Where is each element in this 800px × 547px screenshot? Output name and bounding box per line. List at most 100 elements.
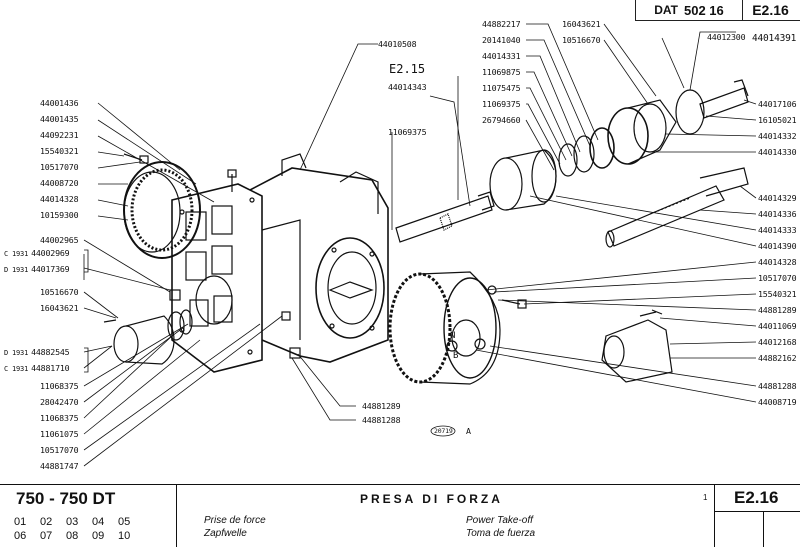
- version-versions_row1-4: 05: [118, 516, 131, 528]
- left-bottom-callout-5: 44881747: [40, 461, 79, 471]
- section-title: PRESA DI FORZA: [360, 492, 503, 506]
- footer-vline: [763, 511, 764, 547]
- variant-2a-prefix: D 1931: [4, 349, 29, 357]
- main-shaft: [395, 191, 495, 243]
- left-bottom-callout-2: 11068375: [40, 413, 79, 423]
- right-callout-2: 44014332: [758, 131, 797, 141]
- footer-hline: [714, 511, 800, 512]
- page-mark: 1: [703, 493, 708, 502]
- callout-44010508: 44010508: [378, 39, 417, 49]
- left-gasket-disc: [123, 161, 201, 259]
- version-versions_row2-0: 06: [14, 530, 27, 542]
- callout-20141040: 20141040: [482, 35, 521, 45]
- bell-cup: [489, 149, 557, 211]
- right-callout-15: 44881288: [758, 381, 797, 391]
- callout-44014331: 44014331: [482, 51, 521, 61]
- callout-44014343: 44014343: [388, 82, 427, 92]
- left-bottom-callout-4: 10517070: [40, 445, 79, 455]
- title-en: Power Take-off: [466, 515, 533, 526]
- left-callout-0: 44001436: [40, 98, 79, 108]
- drawing-number: 20719: [434, 427, 453, 435]
- version-versions_row2-2: 08: [66, 530, 79, 542]
- right-callout-13: 44012168: [758, 337, 797, 347]
- variant-1a-prefix: C 1931: [4, 250, 29, 258]
- callout-11075475: 11075475: [482, 83, 521, 93]
- left-callout-8: 44002965: [40, 235, 79, 245]
- left-callout-4: 10517070: [40, 162, 79, 172]
- variant-2a-code: 44882545: [31, 347, 70, 357]
- main-housing: [249, 153, 389, 363]
- callout-10516670-top: 10516670: [562, 35, 601, 45]
- left-bottom-callout-1: 28042470: [40, 397, 79, 407]
- right-callout-12: 44011069: [758, 321, 797, 331]
- version-versions_row1-0: 01: [14, 516, 27, 528]
- right-callout-16: 44008719: [758, 397, 797, 407]
- version-versions_row1-1: 02: [40, 516, 53, 528]
- right-callout-5: 44014336: [758, 209, 797, 219]
- top-right-shaft: [675, 79, 749, 135]
- left-callout-2: 44092231: [40, 130, 79, 140]
- variant-brackets: [84, 249, 89, 373]
- screws: [103, 153, 527, 359]
- variant-2b-code: 44881710: [31, 363, 70, 373]
- bearing-stack: [558, 99, 677, 177]
- callout-11069375-top: 11069375: [482, 99, 521, 109]
- left-bell: [113, 309, 193, 365]
- right-callout-8: 44014328: [758, 257, 797, 267]
- left-callout-7: 10159300: [40, 210, 79, 220]
- versions-row-2: 06 07 08 09 10: [14, 530, 144, 542]
- right-callout-6: 44014333: [758, 225, 797, 235]
- exploded-drawing: [83, 23, 757, 467]
- footer-divider-2: [714, 485, 715, 547]
- output-shaft: [605, 167, 749, 248]
- version-versions_row2-4: 10: [118, 530, 131, 542]
- callout-44014391: 44014391: [752, 33, 797, 44]
- header-code: E2.16: [741, 0, 800, 21]
- callout-26794660: 26794660: [482, 115, 521, 125]
- letter-b: B: [453, 351, 459, 361]
- right-callout-11: 44881289: [758, 305, 797, 315]
- right-callout-4: 44014329: [758, 193, 797, 203]
- version-versions_row2-3: 09: [92, 530, 105, 542]
- clutch-drum: [388, 271, 501, 385]
- footer-divider-1: [176, 485, 177, 547]
- right-callout-0: 44017106: [758, 99, 797, 109]
- callout-44012300: 44012300: [707, 32, 746, 42]
- variant-1b-code: 44017369: [31, 264, 70, 274]
- footer-code: E2.16: [734, 488, 779, 507]
- dat-number: 502 16: [684, 2, 724, 18]
- title-de: Zapfwelle: [204, 528, 247, 539]
- letter-a: A: [466, 426, 471, 436]
- variant-1a-code: 44002969: [31, 248, 70, 258]
- right-callout-3: 44014330: [758, 147, 797, 157]
- left-bottom-callout-3: 11061075: [40, 429, 79, 439]
- callout-11069875: 11069875: [482, 67, 521, 77]
- title-fr: Prise de force: [204, 515, 266, 526]
- version-versions_row1-3: 04: [92, 516, 105, 528]
- rear-cover-plate: [171, 183, 263, 373]
- left-callout-5: 44008720: [40, 178, 79, 188]
- right-callout-7: 44014390: [758, 241, 797, 251]
- version-versions_row2-1: 07: [40, 530, 53, 542]
- callout-16043621-left: 16043621: [40, 303, 79, 313]
- left-bottom-callout-0: 11068375: [40, 381, 79, 391]
- model-name: 750 - 750 DT: [16, 489, 116, 508]
- right-callout-9: 10517070: [758, 273, 797, 283]
- variant-1b-prefix: D 1931: [4, 266, 29, 274]
- callout-44882217: 44882217: [482, 19, 521, 29]
- right-callout-1: 16105021: [758, 115, 797, 125]
- leader-lines: [83, 23, 757, 467]
- callout-44881289-bottom: 44881289: [362, 401, 401, 411]
- letter-n: N: [450, 331, 456, 341]
- right-callout-10: 15540321: [758, 289, 797, 299]
- dat-label: DAT: [654, 3, 678, 17]
- title-es: Toma de fuerza: [466, 528, 536, 539]
- left-callout-3: 15540321: [40, 146, 79, 156]
